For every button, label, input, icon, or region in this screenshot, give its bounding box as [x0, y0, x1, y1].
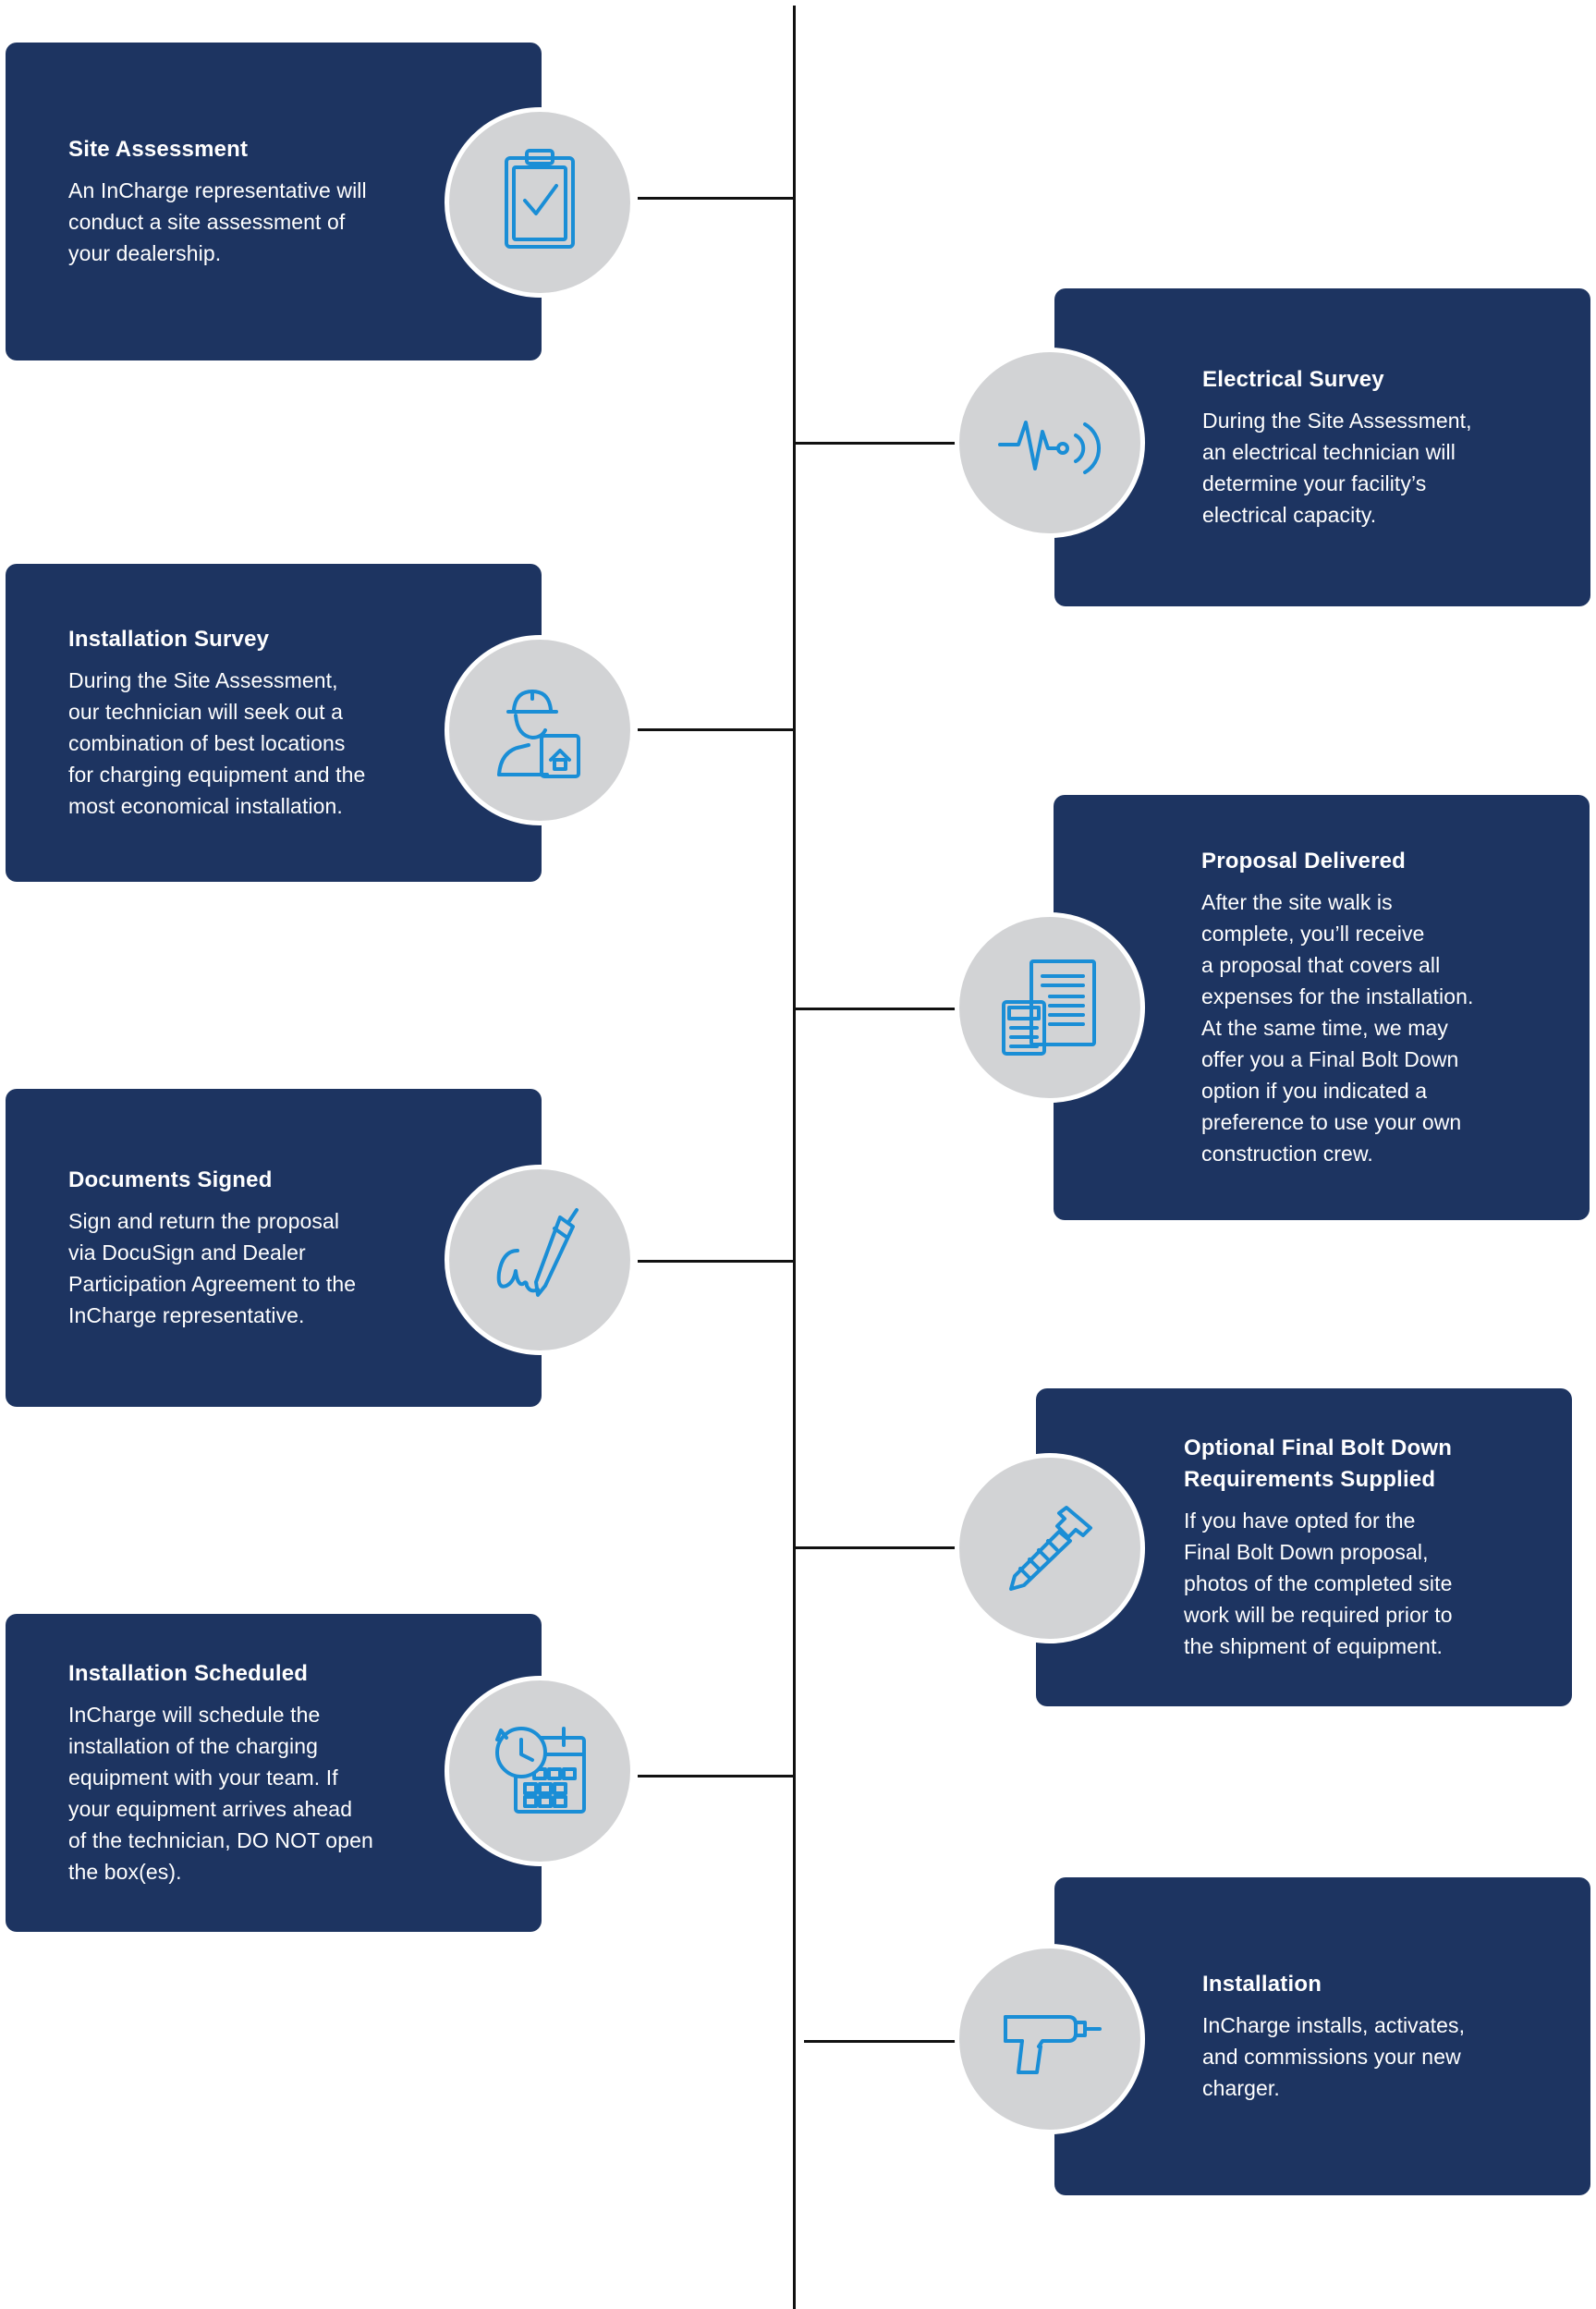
bolt-screw-icon — [1009, 1506, 1092, 1591]
icon-circle — [955, 1453, 1145, 1643]
icon-circle — [445, 635, 635, 825]
connector-line — [795, 442, 956, 445]
electrical-pulse-icon — [998, 421, 1102, 474]
icon-circle — [445, 1165, 635, 1355]
signature-pen-icon — [496, 1208, 579, 1297]
icon-circle — [955, 348, 1145, 538]
clipboard-check-icon — [505, 149, 575, 249]
connector-line — [638, 1775, 795, 1778]
step-title: Installation — [1202, 1972, 1322, 1997]
connector-line — [638, 1260, 795, 1263]
step-title: Installation Survey — [68, 627, 270, 652]
step-title: Electrical Survey — [1202, 367, 1384, 392]
step-description: Sign and return the proposal via DocuSig… — [68, 1209, 357, 1327]
step-description: InCharge will schedule the installation … — [68, 1703, 373, 1884]
icon-circle — [445, 107, 635, 298]
connector-line — [795, 1008, 956, 1010]
step-description: During the Site Assessment, an electrica… — [1202, 409, 1472, 527]
step-description: InCharge installs, activates, and commis… — [1202, 2013, 1466, 2100]
calendar-clock-icon — [495, 1727, 586, 1814]
document-calculator-icon — [1002, 959, 1096, 1056]
connector-line — [795, 1546, 956, 1549]
timeline-line — [793, 6, 796, 2309]
step-card-proposal-delivered: Proposal Delivered After the site walk i… — [1054, 795, 1590, 1220]
icon-circle — [955, 912, 1145, 1103]
connector-line — [804, 2040, 956, 2043]
drill-icon — [1004, 2015, 1102, 2074]
step-title: Optional Final Bolt Down Requirements Su… — [1184, 1435, 1453, 1492]
step-title: Documents Signed — [68, 1167, 273, 1192]
connector-line — [638, 728, 795, 731]
step-card-installation-survey: Installation Survey During the Site Asse… — [6, 564, 542, 882]
step-description: If you have opted for the Final Bolt Dow… — [1184, 1509, 1453, 1658]
technician-blueprint-icon — [497, 690, 580, 778]
icon-circle — [445, 1676, 635, 1866]
icon-circle — [955, 1944, 1145, 2134]
step-title: Installation Scheduled — [68, 1661, 309, 1686]
connector-line — [638, 197, 795, 200]
step-title: Proposal Delivered — [1201, 849, 1407, 874]
step-description: During the Site Assessment, our technici… — [68, 668, 366, 818]
step-title: Site Assessment — [68, 137, 249, 162]
step-description: After the site walk is complete, you’ll … — [1201, 890, 1474, 1166]
step-description: An InCharge representative will conduct … — [68, 178, 367, 265]
